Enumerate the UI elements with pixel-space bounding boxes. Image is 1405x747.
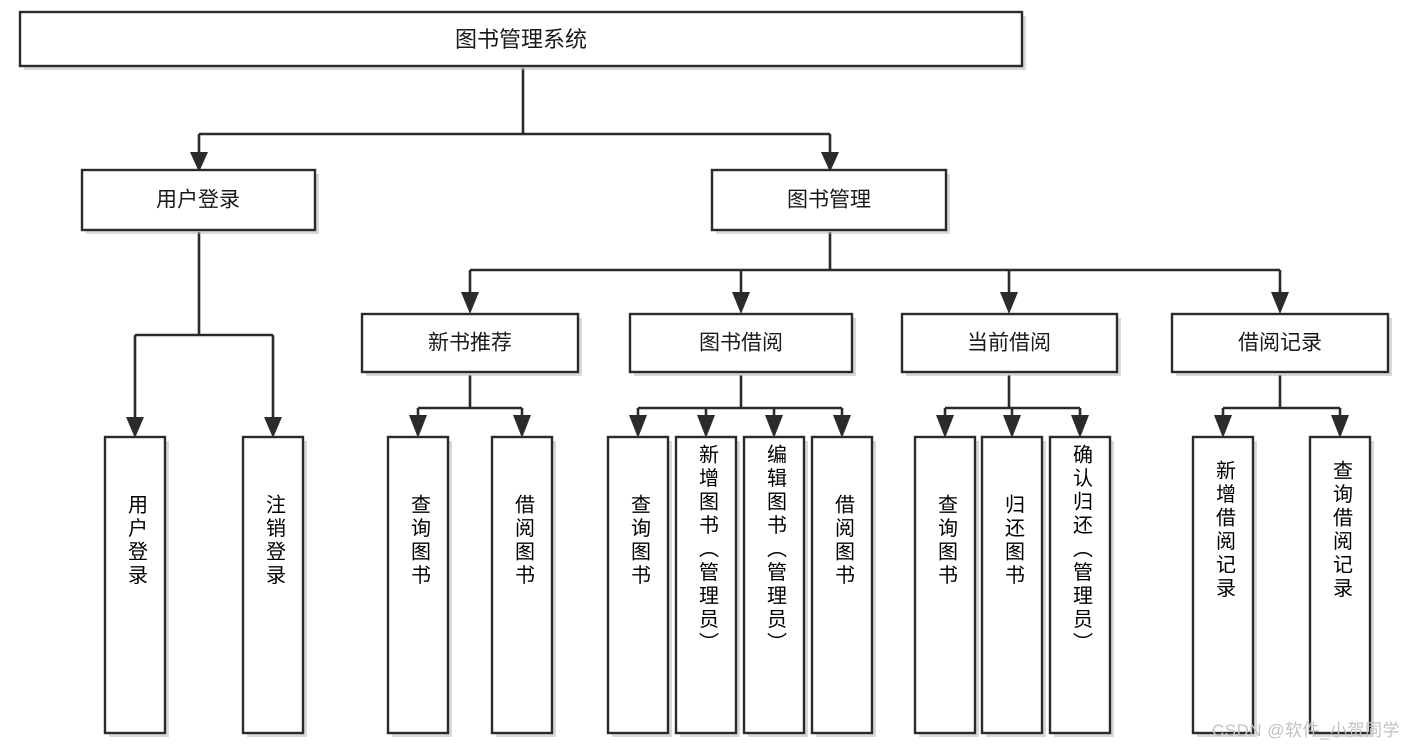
arrow-leaf-query-book-3 — [936, 415, 954, 438]
arrow-leaf-query-record — [1331, 415, 1349, 438]
node-leaf-borrow-book-2-box[interactable] — [810, 435, 874, 735]
node-leaf-return-book-box[interactable] — [980, 435, 1044, 735]
node-book-borrow-label: 图书借阅 — [699, 332, 783, 355]
node-leaf-borrow-book-1-box[interactable] — [490, 435, 554, 735]
arrow-leaf-query-book-2 — [629, 415, 647, 438]
arrow-leaf-borrow-book-2 — [833, 415, 851, 438]
node-leaf-add-book-box[interactable] — [674, 435, 738, 735]
node-leaf-confirm-return-box[interactable] — [1048, 435, 1112, 735]
arrow-current-borrow — [1000, 292, 1018, 314]
csdn-watermark: CSDN @软件_小贺同学 — [1211, 721, 1400, 740]
node-layer: 图书管理系统 用户登录 图书管理 新书推荐 图书借阅 当前借阅 借阅记录 — [18, 10, 1392, 737]
node-root-box[interactable] — [18, 10, 1024, 68]
node-borrow-record-label: 借阅记录 — [1238, 332, 1322, 355]
node-leaf-query-record-box[interactable] — [1308, 435, 1372, 735]
arrow-leaf-edit-book — [765, 415, 783, 438]
arrow-leaf-user-login — [126, 417, 144, 438]
node-book-borrow-box[interactable] — [628, 312, 854, 374]
arrow-leaf-query-book-1 — [409, 415, 427, 438]
node-book-manage-label: 图书管理 — [787, 189, 871, 212]
arrow-new-book — [461, 292, 479, 314]
node-current-borrow-box[interactable] — [900, 312, 1119, 374]
arrow-leaf-confirm-return — [1071, 415, 1089, 438]
connector-layer — [126, 68, 1349, 438]
arrow-leaf-borrow-book-1 — [513, 415, 531, 438]
arrow-user-login — [190, 152, 208, 172]
node-root-label: 图书管理系统 — [455, 27, 587, 52]
node-leaf-query-book-2-box[interactable] — [606, 435, 670, 735]
arrow-leaf-logout — [264, 417, 282, 438]
node-new-book-box[interactable] — [360, 312, 580, 374]
arrow-leaf-return-book — [1003, 415, 1021, 438]
arrow-leaf-add-record — [1214, 415, 1232, 438]
node-user-login-label: 用户登录 — [156, 189, 240, 212]
node-leaf-query-book-1-box[interactable] — [386, 435, 450, 735]
node-leaf-query-book-3-box[interactable] — [913, 435, 977, 735]
node-current-borrow-label: 当前借阅 — [967, 332, 1051, 355]
node-book-manage-box[interactable] — [710, 168, 948, 232]
node-leaf-logout-box[interactable] — [241, 435, 305, 735]
arrow-leaf-add-book — [697, 415, 715, 438]
arrow-borrow-record — [1271, 292, 1289, 314]
node-user-login-box[interactable] — [80, 168, 317, 232]
arrow-book-borrow — [732, 292, 750, 314]
arrow-book-manage — [821, 152, 839, 172]
node-borrow-record-box[interactable] — [1170, 312, 1390, 374]
node-new-book-label: 新书推荐 — [428, 332, 512, 355]
node-leaf-add-record-box[interactable] — [1191, 435, 1255, 735]
node-leaf-edit-book-box[interactable] — [742, 435, 806, 735]
node-leaf-user-login-box[interactable] — [103, 435, 167, 735]
